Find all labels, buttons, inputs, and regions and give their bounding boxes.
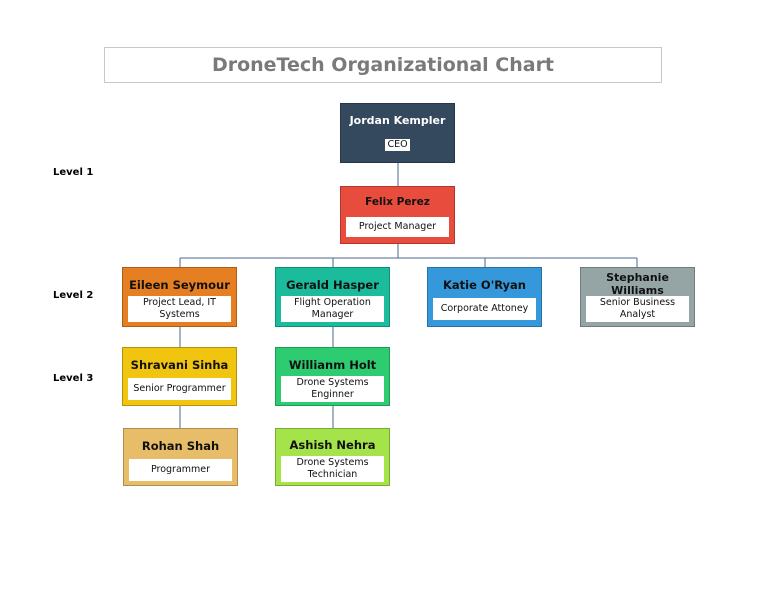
node-ceo[interactable]: Jordan Kempler CEO	[340, 103, 455, 163]
chart-title: DroneTech Organizational Chart	[104, 47, 662, 83]
node-gerald-role: Flight Operation Manager	[281, 296, 384, 322]
node-rohan-shah[interactable]: Rohan Shah Programmer	[123, 428, 238, 486]
node-ceo-role: CEO	[385, 139, 410, 151]
node-shravani-sinha[interactable]: Shravani Sinha Senior Programmer	[122, 347, 237, 406]
node-eileen-name: Eileen Seymour	[129, 278, 230, 292]
node-ashish-name: Ashish Nehra	[289, 438, 376, 452]
node-willianm-name: Willianm Holt	[288, 358, 377, 372]
node-rohan-role: Programmer	[129, 459, 232, 481]
level-3-label: Level 3	[53, 373, 94, 384]
node-stephanie-williams[interactable]: Stephanie Williams Senior Business Analy…	[580, 267, 695, 327]
node-eileen-seymour[interactable]: Eileen Seymour Project Lead, IT Systems	[122, 267, 237, 327]
node-pm-role: Project Manager	[346, 217, 449, 237]
node-shravani-role: Senior Programmer	[128, 378, 231, 400]
node-shravani-name: Shravani Sinha	[130, 358, 229, 372]
node-katie-role: Corporate Attoney	[433, 298, 536, 320]
node-ashish-nehra[interactable]: Ashish Nehra Drone Systems Technician	[275, 428, 390, 486]
node-gerald-hasper[interactable]: Gerald Hasper Flight Operation Manager	[275, 267, 390, 327]
node-ceo-name: Jordan Kempler	[349, 114, 446, 127]
node-gerald-name: Gerald Hasper	[286, 278, 379, 292]
node-stephanie-name: Stephanie Williams	[606, 271, 669, 297]
node-ashish-role: Drone Systems Technician	[281, 456, 384, 482]
node-pm-name: Felix Perez	[365, 196, 430, 208]
node-willianm-holt[interactable]: Willianm Holt Drone Systems Enginner	[275, 347, 390, 406]
level-1-label: Level 1	[53, 167, 94, 178]
node-katie-oryan[interactable]: Katie O'Ryan Corporate Attoney	[427, 267, 542, 327]
node-eileen-role: Project Lead, IT Systems	[128, 296, 231, 322]
node-willianm-role: Drone Systems Enginner	[281, 376, 384, 402]
node-stephanie-role: Senior Business Analyst	[586, 296, 689, 322]
node-katie-name: Katie O'Ryan	[443, 278, 526, 292]
node-project-manager[interactable]: Felix Perez Project Manager	[340, 186, 455, 244]
level-2-label: Level 2	[53, 290, 94, 301]
node-rohan-name: Rohan Shah	[141, 439, 220, 453]
